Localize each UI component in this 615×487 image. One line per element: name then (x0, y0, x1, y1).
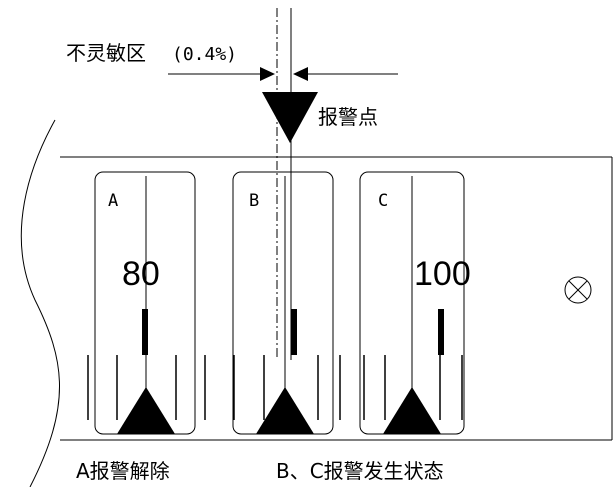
alarm-point-label: 报警点 (318, 105, 378, 129)
circled-x-icon (564, 276, 592, 304)
gauge-c-pointer-triangle (383, 387, 441, 434)
gauge-b-pointer-triangle (256, 387, 314, 434)
dead-band-label: 不灵敏区 (66, 41, 146, 65)
gauge-b-letter: B (249, 191, 259, 211)
caption-left: A报警解除 (76, 459, 170, 483)
gauge-b-indicator-bar (291, 309, 297, 355)
gauge-a-letter: A (108, 191, 118, 211)
gauge-c-value: 100 (414, 255, 471, 293)
gauge-a-indicator-bar (142, 309, 148, 355)
gauge-c-indicator-bar (438, 309, 444, 355)
caption-right: B、C报警发生状态 (276, 459, 444, 483)
gauge-a-pointer-triangle (117, 387, 175, 434)
gauge-c-letter: C (378, 191, 388, 211)
torn-edge-curve (20, 119, 60, 487)
gauge-a-value: 80 (122, 255, 160, 293)
dead-band-arrow-left-head (260, 67, 275, 81)
dead-band-value: (0.4%) (172, 44, 237, 65)
alarm-point-marker (262, 92, 318, 143)
dead-band-arrow-right-head (293, 67, 308, 81)
